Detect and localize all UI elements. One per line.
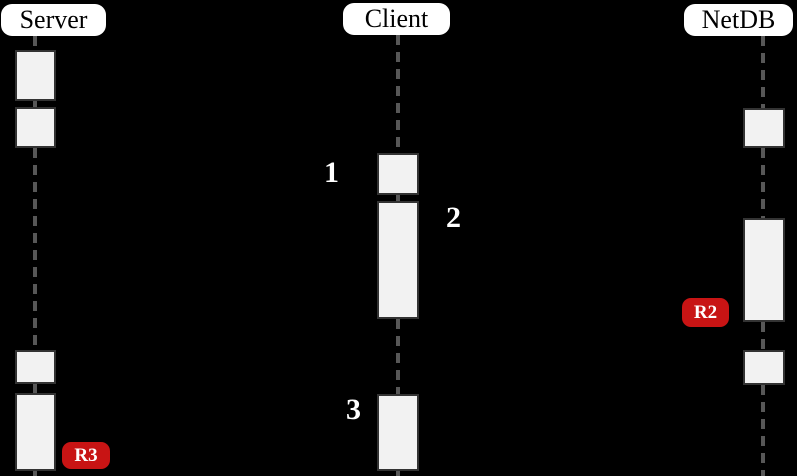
server-lifeline-segment — [33, 470, 37, 476]
client-activation-2 — [377, 201, 419, 319]
client-lifeline-segment — [396, 471, 400, 476]
step-label-3: 3 — [346, 393, 361, 426]
netdb-activation-2 — [743, 218, 785, 322]
server-activation-1 — [15, 50, 56, 101]
netdb-activation-1 — [743, 108, 785, 148]
client-lifeline-segment — [396, 35, 400, 153]
client-lifeline-segment — [396, 195, 400, 201]
server-activation-2 — [15, 107, 56, 148]
netdb-lifeline-segment — [761, 322, 765, 350]
actor-netdb: NetDB — [684, 4, 793, 36]
client-lifeline-segment — [396, 319, 400, 394]
server-activation-4 — [15, 393, 56, 471]
server-lifeline-segment — [33, 36, 37, 50]
server-activation-3 — [15, 350, 56, 384]
actor-server: Server — [1, 4, 106, 36]
netdb-lifeline-segment — [761, 385, 765, 476]
server-lifeline-segment — [33, 101, 37, 107]
step-label-2: 2 — [446, 201, 461, 234]
netdb-activation-3 — [743, 350, 785, 385]
badge-r3: R3 — [62, 442, 110, 469]
netdb-lifeline-segment — [761, 148, 765, 218]
client-activation-3 — [377, 394, 419, 471]
server-lifeline-segment — [33, 148, 37, 351]
step-label-1: 1 — [324, 156, 339, 189]
server-lifeline-segment — [33, 384, 37, 393]
badge-r2: R2 — [682, 298, 729, 327]
client-activation-1 — [377, 153, 419, 195]
actor-client: Client — [343, 3, 450, 35]
netdb-lifeline-segment — [761, 36, 765, 108]
